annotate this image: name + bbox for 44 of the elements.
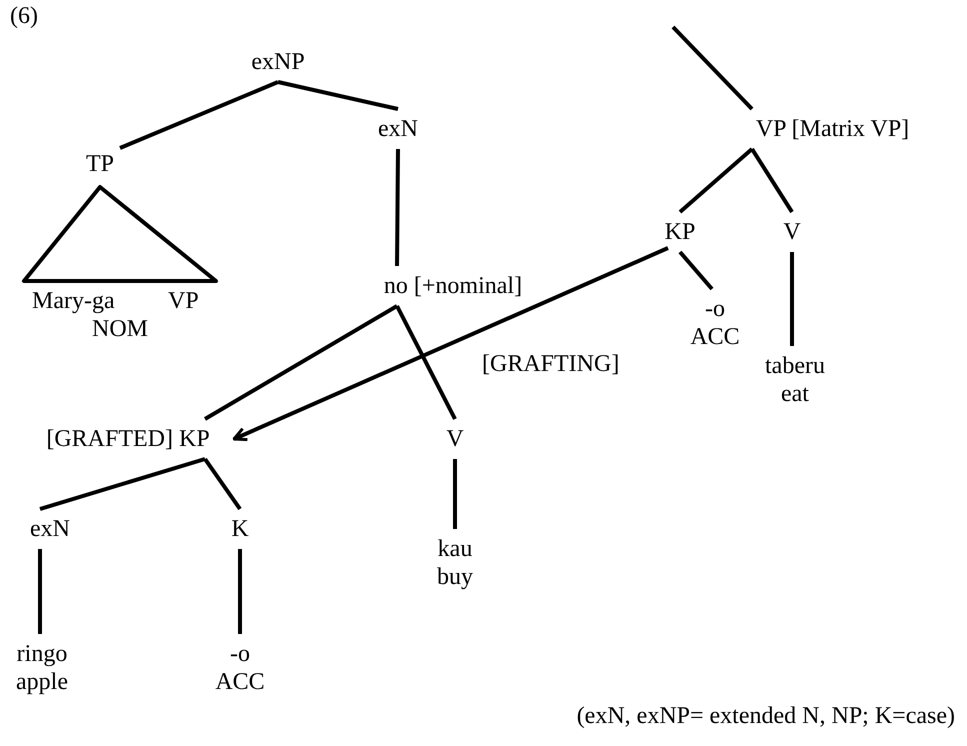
tree-branch — [204, 304, 398, 421]
node-label: exN — [25, 515, 75, 543]
tree-branch — [453, 459, 457, 529]
gloss-label: eat — [781, 380, 809, 408]
node-label: exN — [373, 115, 423, 143]
tree-branch — [678, 250, 714, 290]
node-label: exNP — [233, 48, 323, 76]
morpheme-label: kau — [438, 535, 472, 563]
node-label: TP — [82, 150, 118, 178]
morpheme-label: ringo — [16, 640, 68, 668]
node-label: V — [443, 425, 467, 453]
tree-branch — [790, 252, 794, 346]
node-label: [GRAFTED] KP — [28, 425, 228, 453]
node-label: VP — [168, 287, 199, 315]
node-label: NOM — [92, 315, 148, 343]
tree-branch — [39, 457, 206, 511]
tree-branch — [238, 549, 242, 634]
morpheme-label: taberu — [765, 352, 825, 380]
tree-branch — [395, 305, 457, 420]
node-label: no [+nominal] — [378, 272, 528, 300]
morpheme-label: -o — [705, 295, 725, 323]
tree-branch — [750, 148, 794, 214]
tree-branch — [38, 549, 42, 634]
arrow — [232, 246, 669, 442]
morpheme-label: -o — [230, 640, 250, 668]
tree-branch — [678, 148, 754, 214]
caption: (exN, exNP= extended N, NP; K=case) — [576, 702, 955, 730]
node-label: VP [Matrix VP] — [735, 115, 930, 143]
tree-branch — [203, 458, 242, 510]
example-number: (6) — [10, 2, 38, 30]
gloss-label: ACC — [215, 668, 265, 696]
node-label: K — [228, 515, 252, 543]
node-label: V — [780, 218, 804, 246]
tree-branch — [395, 148, 400, 266]
tree-branch — [119, 80, 279, 150]
triangle-shape — [22, 185, 218, 283]
node-label: Mary-ga — [32, 287, 115, 315]
node-label: [GRAFTING] — [482, 350, 620, 378]
gloss-label: ACC — [690, 323, 740, 351]
gloss-label: apple — [16, 668, 68, 696]
gloss-label: buy — [437, 563, 473, 591]
tree-branch — [278, 80, 398, 111]
node-label: KP — [660, 218, 700, 246]
tree-branch — [672, 26, 754, 110]
